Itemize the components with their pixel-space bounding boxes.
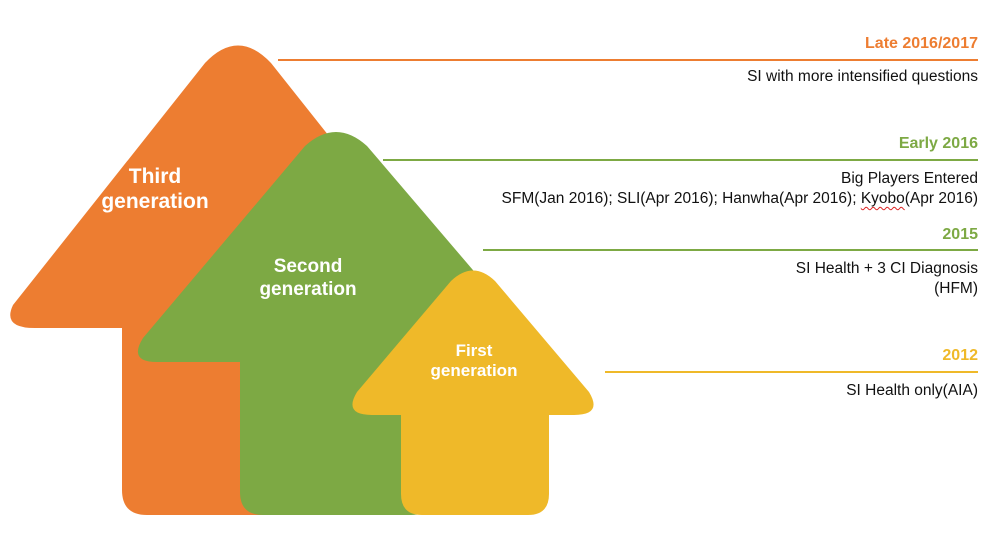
year-2012: 2012 — [942, 347, 978, 364]
year-late-2016-2017: Late 2016/2017 — [865, 35, 978, 52]
year-early-2016: Early 2016 — [898, 135, 978, 152]
desc-2012: SI Health only(AIA) — [846, 382, 978, 399]
kyobo-text: Kyobo — [860, 190, 905, 207]
y2015-line1: SI Health + 3 CI Diagnosis — [795, 260, 978, 277]
rule-late-2016-2017 — [278, 59, 978, 61]
year-2015: 2015 — [942, 226, 978, 243]
second-generation-label: Second generation — [259, 256, 357, 300]
first-generation-arrow — [352, 270, 594, 515]
third-generation-label: Third generation — [101, 165, 209, 214]
first-generation-label: First generation — [430, 341, 518, 381]
desc-early-2016: Big Players Entered SFM(Jan 2016); SLI(A… — [502, 169, 978, 209]
early-2016-players: SFM(Jan 2016); SLI(Apr 2016); Hanwha(Apr… — [501, 190, 861, 207]
desc-2015: SI Health + 3 CI Diagnosis (HFM) — [796, 259, 978, 299]
desc-late-2016-2017: SI with more intensified questions — [747, 68, 978, 85]
second-generation-arrow — [137, 132, 537, 515]
early-2016-line1: Big Players Entered — [841, 170, 978, 187]
rule-2012 — [605, 371, 978, 373]
rule-early-2016 — [383, 159, 978, 161]
y2015-line2: (HFM) — [934, 280, 978, 297]
kyobo-date: (Apr 2016) — [904, 190, 978, 207]
early-2016-line2: SFM(Jan 2016); SLI(Apr 2016); Hanwha(Apr… — [502, 189, 978, 209]
rule-2015 — [483, 249, 978, 251]
